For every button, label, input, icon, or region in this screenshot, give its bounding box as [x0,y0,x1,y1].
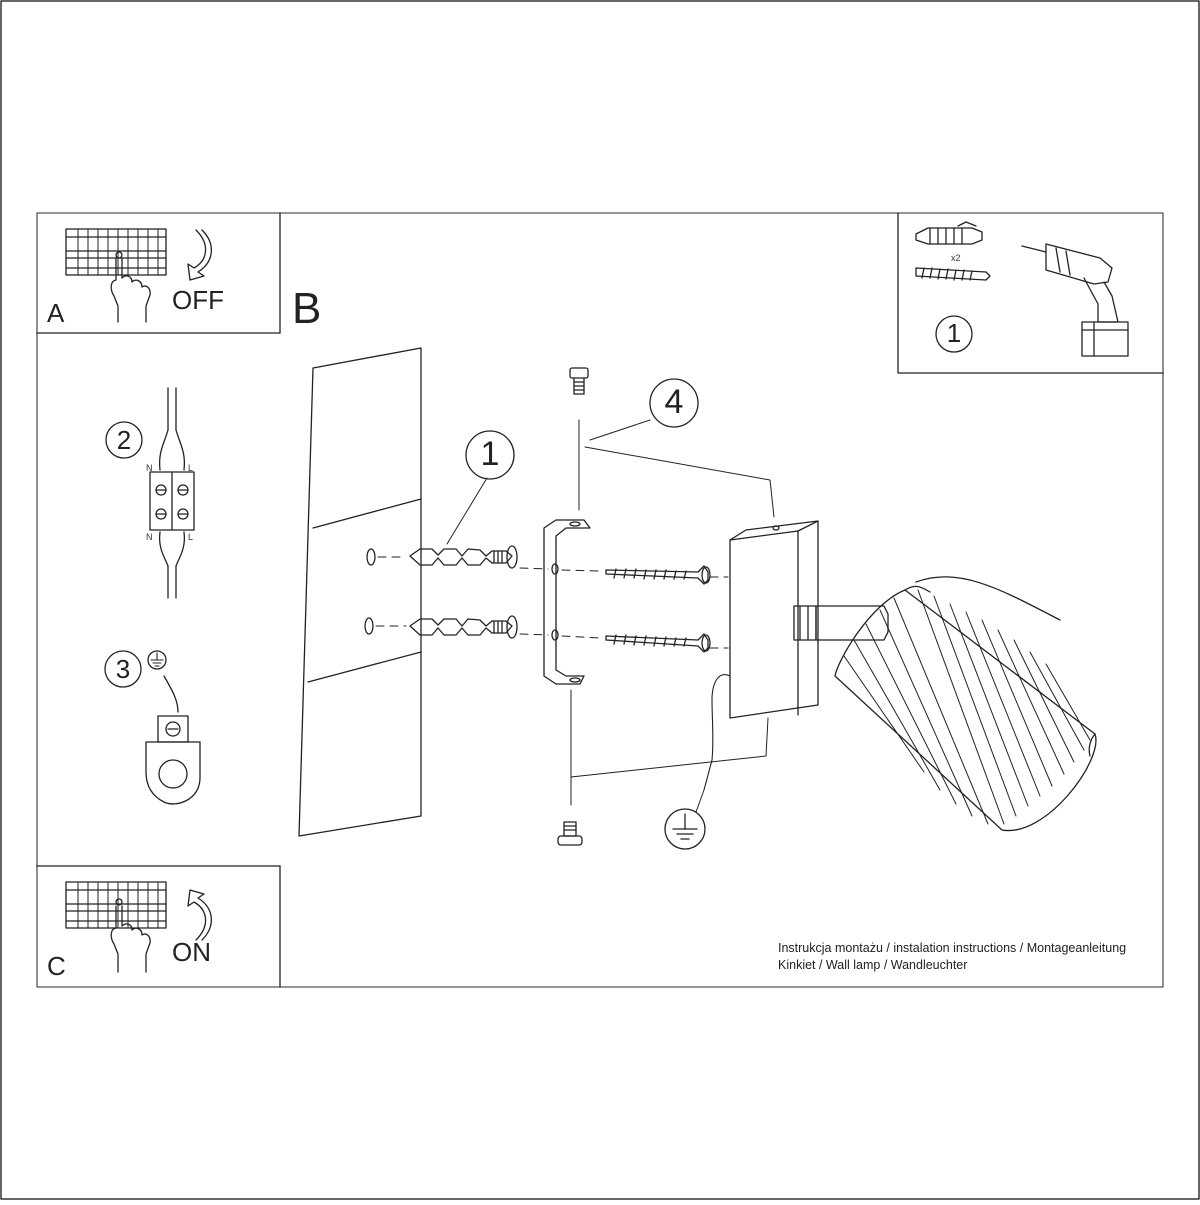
panel-c-letter: C [47,951,66,981]
caption-line-1: Instrukcja montażu / instalation instruc… [778,941,1127,955]
drill-icon [1021,243,1129,357]
arrow-down-icon [187,229,212,281]
ground-cable [703,674,731,791]
panel-b-letter: B [292,284,322,333]
instruction-caption: Instrukcja montażu / instalation instruc… [778,940,1126,974]
wall-screw-lower [605,633,711,653]
step-2-number: 2 [116,425,132,455]
panel-c-action: ON [172,937,211,967]
bracket-screw-bottom [557,821,583,846]
hand-icon [110,257,151,323]
wire-label-l-bottom: L [188,532,194,542]
ground-terminal [145,715,201,805]
callout-1-circle [465,430,515,480]
wall-surface [298,347,422,837]
callout-4-leader [584,419,775,518]
wire-label-n-bottom: N [146,532,153,542]
wall-hole [366,548,376,566]
main-frame [36,212,1164,988]
wall-plug-icon [915,221,983,245]
plug-quantity: x2 [951,253,961,263]
panel-a-action: OFF [172,285,224,315]
arrow-up-icon [187,889,212,941]
lamp-base [729,520,819,719]
dowel-lower [409,615,518,639]
step-3-circle [104,650,142,688]
bracket-screw-top [569,367,589,395]
tools-step-number: 1 [946,318,962,348]
hand-icon [110,905,151,973]
callout-1-leader [446,477,488,545]
step-3-number: 3 [115,654,131,684]
assembly-guide [375,556,729,649]
caption-line-2: Kinkiet / Wall lamp / Wandleuchter [778,958,968,972]
step-2-circle [105,421,143,459]
tools-step-circle [935,315,973,353]
dowel-upper [409,545,518,569]
lamp-shade [834,576,1097,832]
ground-symbol-icon [664,789,706,850]
panel-a-letter: A [47,298,65,328]
mounting-bracket [543,519,591,685]
screw-icon [915,267,991,281]
tools-panel-border [897,212,1164,374]
wall-hole [364,617,374,635]
callout-4-circle [649,378,699,428]
callout-1-number: 1 [480,435,500,473]
lower-bracket-leader [570,717,769,778]
ground-wire [163,675,179,713]
wire-label-n-top: N [146,463,153,473]
ground-symbol-icon [147,650,167,670]
terminal-block [149,387,195,599]
lamp-arm [793,605,889,641]
wire-label-l-top: L [188,463,194,473]
wall-screw-upper [605,565,711,585]
ground-symbol-icon-lines [150,652,164,667]
callout-4-number: 4 [664,383,684,421]
